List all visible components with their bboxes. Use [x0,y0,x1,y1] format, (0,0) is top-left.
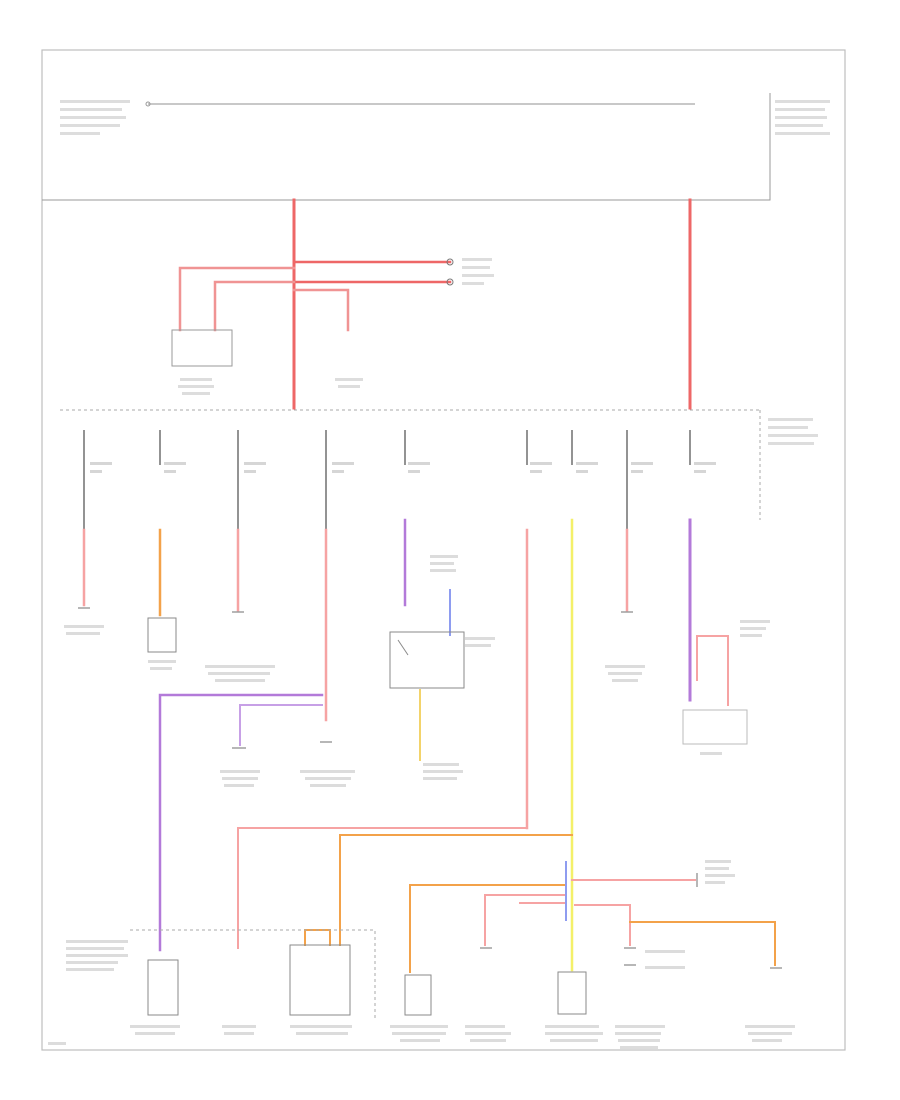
relay-box-left [171,329,363,395]
components [130,617,748,1020]
component-label-blocks [48,555,795,1049]
diagram-frame [41,49,846,1051]
main-red-feeds [178,198,692,410]
fuse-stubs [83,430,691,530]
fuse-labels [90,462,716,473]
relay-connectors [446,258,494,286]
circuit-wires [82,518,776,973]
underhood-fuse-relay-box [42,93,830,201]
ground-symbols [78,607,782,969]
